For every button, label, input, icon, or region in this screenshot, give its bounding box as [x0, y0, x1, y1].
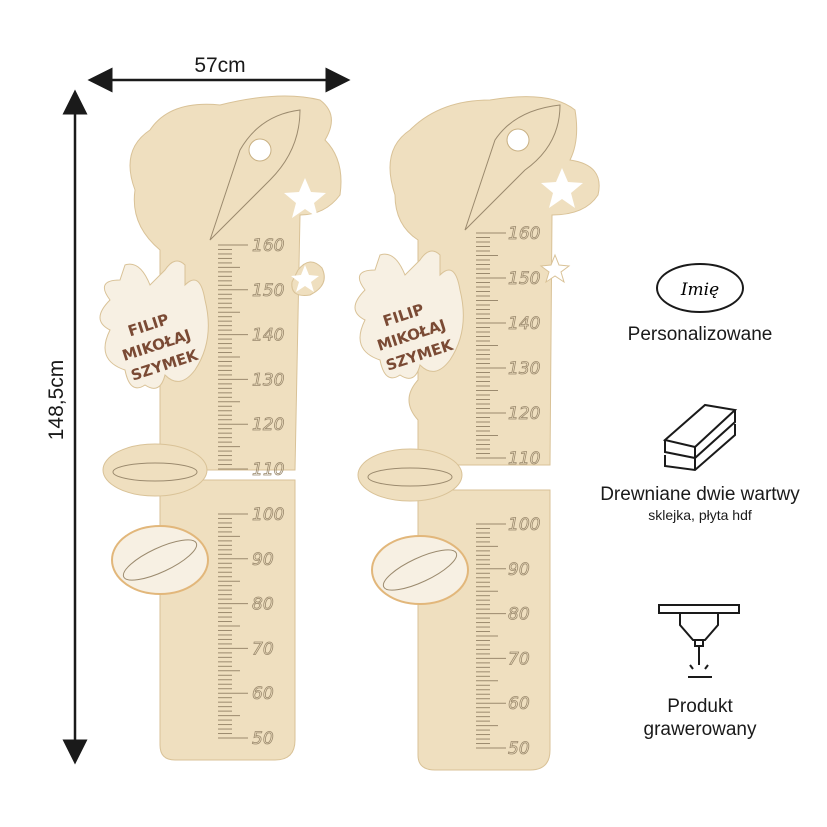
feature-subtitle: sklejka, płyta hdf — [648, 507, 752, 523]
ruler-label: 90 — [252, 550, 274, 570]
ruler-label: 160 — [508, 224, 540, 244]
ruler-label: 130 — [252, 370, 284, 390]
ruler-label: 80 — [252, 595, 274, 615]
ruler-label: 150 — [508, 269, 540, 289]
alien-piece-split — [354, 250, 464, 379]
feature-personalized: Personalizowane — [590, 323, 810, 346]
laser-engraver-icon — [658, 604, 740, 678]
ruler-label: 140 — [252, 326, 284, 346]
alien-piece — [99, 260, 209, 389]
ruler-label: 60 — [252, 684, 274, 704]
ruler-label: 120 — [252, 415, 284, 435]
hanging-hole — [248, 138, 272, 162]
ruler-label: 50 — [252, 729, 274, 749]
ruler-label: 150 — [252, 281, 284, 301]
ruler-left: 160 150 140 130 120 110 100 90 80 70 60 50 — [218, 236, 285, 749]
ufo-piece — [102, 443, 208, 497]
height-label: 148,5cm — [45, 360, 68, 441]
ruler-label: 90 — [508, 560, 530, 580]
width-label: 57cm — [194, 54, 245, 77]
rocket-top-board-split — [389, 96, 600, 466]
ruler-label: 140 — [508, 314, 540, 334]
name-oval-icon: Imię — [656, 263, 744, 313]
star-cutout — [284, 178, 326, 218]
ruler-label: 110 — [508, 449, 540, 469]
feature-title: Drewniane dwie wartwy — [600, 484, 800, 505]
feature-title: Produkt grawerowany — [643, 696, 757, 740]
wood-planks-icon — [662, 403, 738, 472]
feature-title: Personalizowane — [627, 324, 773, 345]
ruler-label: 130 — [508, 359, 540, 379]
ruler-right: 160 150 140 130 120 110 100 90 80 70 60 50 — [476, 224, 541, 759]
feature-wood: Drewniane dwie wartwy sklejka, płyta hdf — [600, 483, 800, 524]
svg-text:Imię: Imię — [680, 280, 719, 300]
feature-engraved: Produkt grawerowany — [610, 695, 790, 741]
planet-piece — [111, 525, 209, 595]
ruler-label: 80 — [508, 605, 530, 625]
ruler-label: 100 — [252, 505, 284, 525]
height-dimension: 148,5cm — [45, 89, 88, 765]
rocket-engraving — [209, 109, 301, 241]
ruler-label: 50 — [508, 739, 530, 759]
ruler-label: 120 — [508, 404, 540, 424]
height-chart-split: FILIP MIKOŁAJ SZYMEK 1601501401301201101… — [354, 96, 600, 771]
height-chart-assembled: FILIP MIKOŁAJ SZYMEK 1601501401301201101… — [99, 95, 342, 761]
ruler-label: 160 — [252, 236, 284, 256]
ruler-label: 60 — [508, 694, 530, 714]
width-dimension: 57cm — [87, 54, 351, 93]
ruler-label: 100 — [508, 515, 540, 535]
ruler-label: 70 — [252, 639, 274, 659]
ruler-label: 70 — [508, 649, 530, 669]
ruler-label: 110 — [252, 460, 284, 480]
